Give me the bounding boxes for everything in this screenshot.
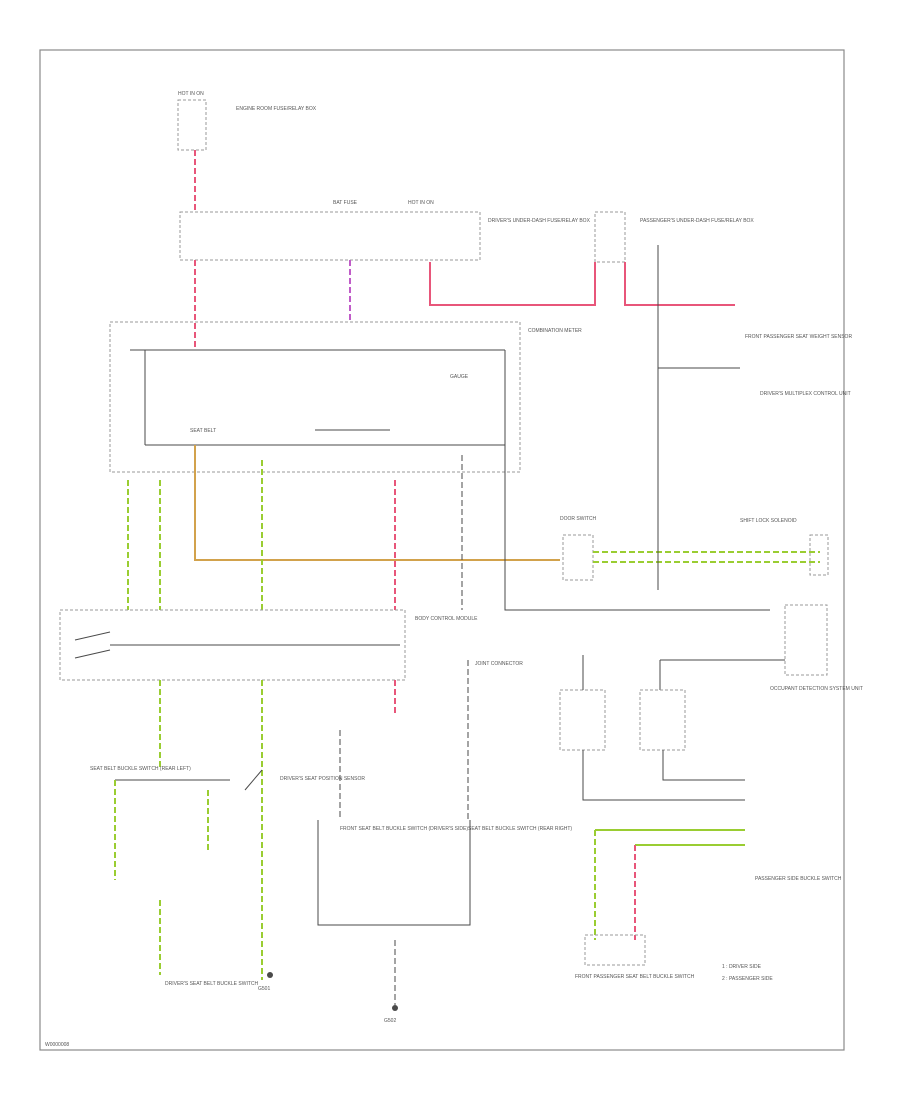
- wire-red-right-b: [624, 262, 735, 306]
- wire-switch-b-out: [662, 750, 745, 781]
- diagram-frame: [39, 49, 845, 1051]
- oc-unit: OCCUPANT DETECTION SYSTEM UNIT FRONT PAS…: [657, 245, 863, 692]
- footer-code: W0000008: [45, 1042, 69, 1048]
- combination-meter: COMBINATION METER GAUGE SEAT BELT: [109, 321, 582, 473]
- wire-orange: [194, 445, 560, 561]
- passenger-box-label: PASSENGER'S UNDER-DASH FUSE/RELAY BOX: [640, 218, 754, 224]
- ground-g502-label: G502: [384, 1018, 396, 1024]
- passenger-switch-a: [559, 689, 606, 751]
- oc-unit-label: OCCUPANT DETECTION SYSTEM UNIT: [770, 686, 863, 692]
- body-control-module-label: BODY CONTROL MODULE: [415, 616, 478, 622]
- ground-g502-icon: [392, 1005, 398, 1011]
- passenger-box: PASSENGER'S UNDER-DASH FUSE/RELAY BOX: [594, 211, 754, 263]
- seat-belt-right-label: SEAT BELT BUCKLE SWITCH (REAR RIGHT): [468, 826, 572, 832]
- driver-fuse-box-label: DRIVER'S UNDER-DASH FUSE/RELAY BOX: [488, 218, 591, 224]
- shift-lock-outline: [809, 534, 829, 576]
- engine-fuse-box: [177, 99, 207, 151]
- passenger-switch-b: [639, 689, 686, 751]
- ground-g501-icon: [267, 972, 273, 978]
- driver-fuse-box-outline: [179, 211, 481, 261]
- multiplex-unit-label: DRIVER'S MULTIPLEX CONTROL UNIT: [760, 391, 851, 397]
- combination-meter-outline: [109, 321, 521, 473]
- shift-lock-label: SHIFT LOCK SOLENOID: [740, 518, 797, 524]
- rear-switches: FRONT SEAT BELT BUCKLE SWITCH (DRIVER'S …: [317, 660, 572, 1024]
- front-seat-belt-label: FRONT SEAT BELT BUCKLE SWITCH (DRIVER'S …: [340, 826, 468, 832]
- body-control-module-outline: [59, 609, 406, 681]
- legend-driver-side: 1 : DRIVER SIDE: [722, 964, 762, 970]
- oc-unit-outline: [784, 604, 828, 676]
- bcm-switch-a: [74, 631, 111, 641]
- passenger-sensor-label: FRONT PASSENGER SEAT BELT BUCKLE SWITCH: [575, 974, 695, 980]
- power-source-label: HOT IN ON: [178, 91, 204, 97]
- body-control-module: BODY CONTROL MODULE: [59, 609, 478, 681]
- passenger-buckle-label: PASSENGER SIDE BUCKLE SWITCH: [755, 876, 842, 882]
- driver-position-label: DRIVER'S SEAT POSITION SENSOR: [280, 776, 365, 782]
- passenger-switch-group: PASSENGER SIDE BUCKLE SWITCH FRONT PASSE…: [559, 655, 842, 980]
- ground-g501-label: G501: [258, 986, 270, 992]
- combination-meter-label: COMBINATION METER: [528, 328, 582, 334]
- driver-fuse-box: BAT FUSE HOT IN ON DRIVER'S UNDER-DASH F…: [179, 200, 591, 261]
- wire-black-meter: [504, 350, 770, 611]
- gauge-label: GAUGE: [450, 374, 469, 380]
- rear-switches-bus: [317, 820, 471, 926]
- fuse-b-label: HOT IN ON: [408, 200, 434, 206]
- door-switch: DOOR SWITCH: [560, 516, 820, 581]
- legend: 1 : DRIVER SIDE 2 : PASSENGER SIDE: [722, 964, 773, 982]
- door-switch-outline: [562, 534, 594, 581]
- occupant-sensor-label: FRONT PASSENGER SEAT WEIGHT SENSOR: [745, 334, 852, 340]
- passenger-sensor-box: [584, 934, 646, 966]
- driver-position-switch: [244, 769, 263, 791]
- driver-buckle-label: DRIVER'S SEAT BELT BUCKLE SWITCH: [165, 981, 258, 987]
- seat-belt-left-label: SEAT BELT BUCKLE SWITCH (REAR LEFT): [90, 766, 191, 772]
- connector-a-label: JOINT CONNECTOR: [475, 661, 523, 667]
- power-source: HOT IN ON ENGINE ROOM FUSE/RELAY BOX: [177, 91, 317, 151]
- door-switch-label: DOOR SWITCH: [560, 516, 596, 522]
- engine-fuse-label: ENGINE ROOM FUSE/RELAY BOX: [236, 106, 317, 112]
- wire-red-right: [429, 262, 596, 306]
- legend-passenger-side: 2 : PASSENGER SIDE: [722, 976, 773, 982]
- seat-belt-label: SEAT BELT: [190, 428, 216, 434]
- shift-lock: SHIFT LOCK SOLENOID: [740, 518, 829, 576]
- wire-switch-a-out: [582, 750, 745, 801]
- bcm-switch-b: [74, 649, 111, 659]
- fuse-a-label: BAT FUSE: [333, 200, 358, 206]
- lower-left: SEAT BELT BUCKLE SWITCH (REAR LEFT) DRIV…: [90, 680, 396, 992]
- passenger-box-outline: [594, 211, 626, 263]
